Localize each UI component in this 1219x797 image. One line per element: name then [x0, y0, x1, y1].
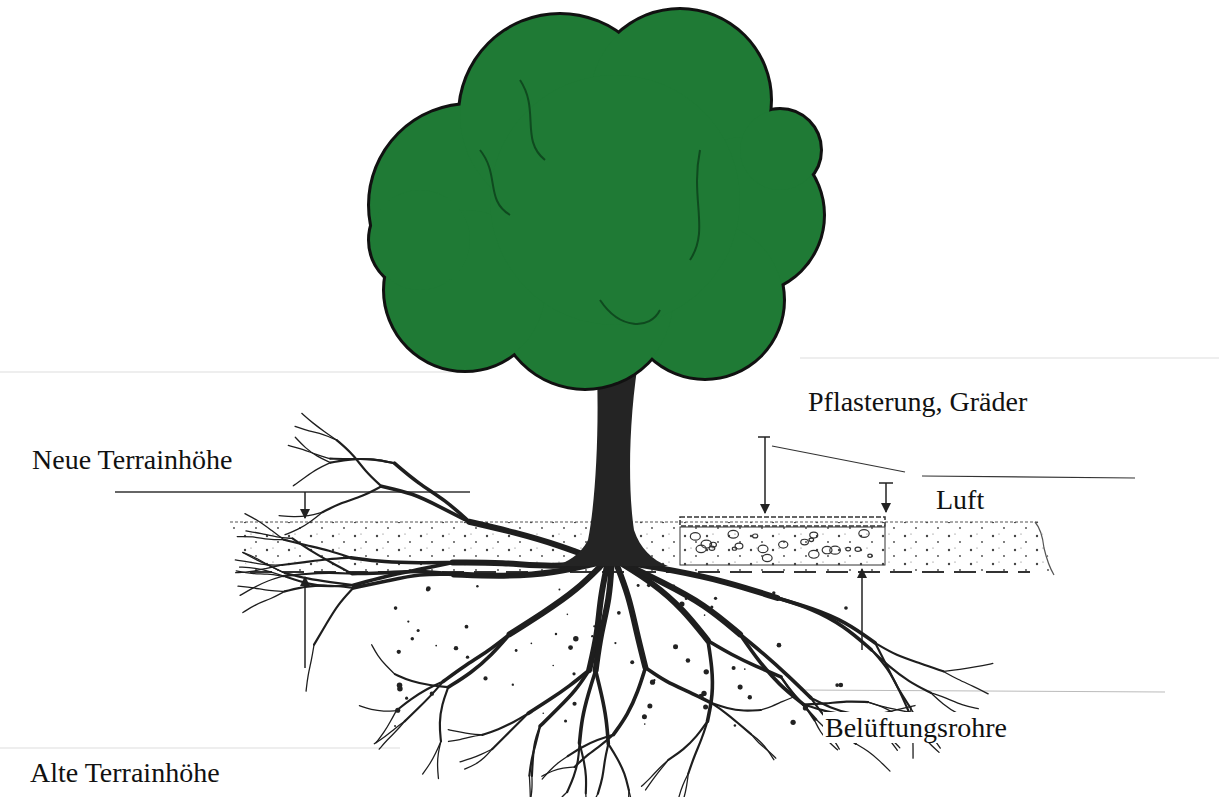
label-text: Luft — [934, 484, 986, 515]
label-text: Pflasterung, Gräder — [806, 386, 1029, 417]
label-position: Neue Terrainhöhe — [30, 444, 234, 476]
label-text: Neue Terrainhöhe — [30, 444, 234, 475]
label-text: Belüftungsrohre — [823, 712, 1009, 743]
label-text: Alte Terrainhöhe — [28, 757, 222, 788]
label-position: Belüftungsrohre — [823, 712, 1009, 744]
label-position: Luft — [934, 484, 986, 516]
label-position: Alte Terrainhöhe — [28, 757, 222, 789]
label-position: Pflasterung, Gräder — [806, 386, 1029, 418]
